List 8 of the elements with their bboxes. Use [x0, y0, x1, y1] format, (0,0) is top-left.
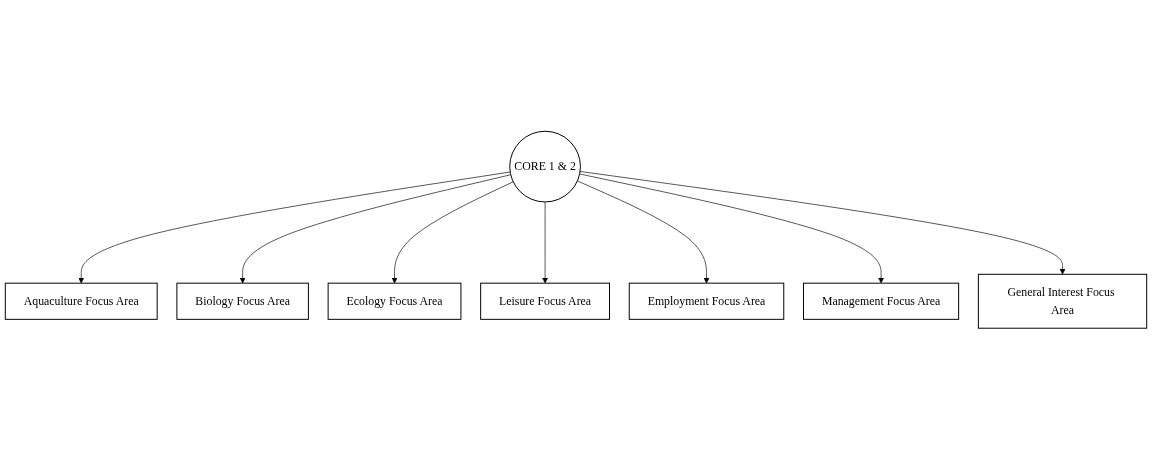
node-circle: CORE 1 & 2	[509, 130, 581, 203]
node-box: Employment Focus Area	[628, 282, 785, 320]
node-box: Aquaculture Focus Area	[4, 282, 158, 320]
node-box: Biology Focus Area	[176, 282, 309, 320]
node-box: Leisure Focus Area	[480, 282, 610, 320]
node-box: Management Focus Area	[803, 282, 960, 320]
node-box: Ecology Focus Area	[327, 282, 462, 320]
node-box: General Interest Focus Area	[977, 273, 1148, 329]
